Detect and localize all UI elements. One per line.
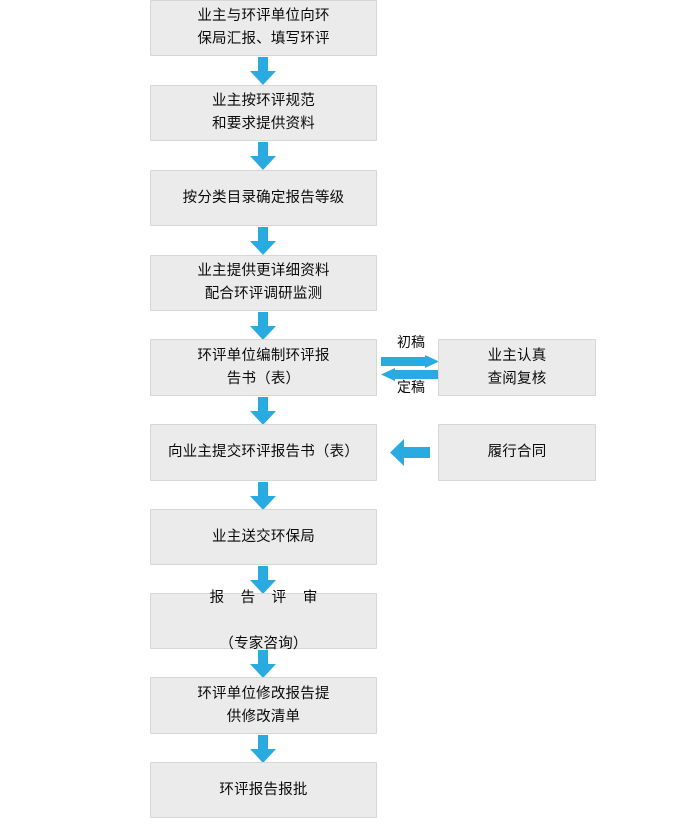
arrow-down-icon-9 bbox=[250, 735, 276, 763]
side-node-2[interactable]: 履行合同 bbox=[438, 424, 596, 481]
process-node-8-label: 报 告 评 审 （专家咨询） bbox=[204, 564, 324, 679]
process-node-6[interactable]: 向业主提交环评报告书（表） bbox=[150, 424, 377, 481]
side-node-1-label: 业主认真 查阅复核 bbox=[487, 347, 547, 387]
process-node-5-label: 环评单位编制环评报 告书（表） bbox=[197, 347, 330, 387]
process-node-4-label: 业主提供更详细资料 配合环评调研监测 bbox=[197, 263, 330, 302]
arrow-left-icon bbox=[390, 439, 430, 466]
process-node-5[interactable]: 环评单位编制环评报 告书（表） bbox=[150, 339, 377, 396]
process-node-8[interactable]: 报 告 评 审 （专家咨询） bbox=[150, 590, 377, 652]
arrow-bidirectional-icon bbox=[381, 355, 439, 381]
arrow-down-icon-2 bbox=[250, 142, 276, 170]
process-node-4[interactable]: 业主提供更详细资料 配合环评调研监测 bbox=[150, 255, 377, 311]
process-node-2-label: 业主按环评规范 和要求提供资料 bbox=[212, 93, 315, 132]
arrow-down-icon-1 bbox=[250, 57, 276, 85]
process-node-8-line2: （专家咨询） bbox=[219, 635, 308, 652]
edge-label-final: 定稿 bbox=[397, 380, 425, 396]
process-node-1[interactable]: 业主与环评单位向环 保局汇报、填写环评 bbox=[150, 0, 377, 56]
process-node-3-label: 按分类目录确定报告等级 bbox=[182, 189, 345, 206]
process-node-10[interactable]: 环评报告报批 bbox=[150, 762, 377, 818]
arrow-down-icon-6 bbox=[250, 482, 276, 510]
process-node-2[interactable]: 业主按环评规范 和要求提供资料 bbox=[150, 85, 377, 141]
arrow-down-icon-8 bbox=[250, 650, 276, 678]
arrow-down-icon-4 bbox=[250, 312, 276, 340]
process-node-9-label: 环评单位修改报告提 供修改清单 bbox=[197, 685, 330, 725]
process-node-8-line1: 报 告 评 审 bbox=[209, 589, 324, 606]
process-node-10-label: 环评报告报批 bbox=[219, 781, 308, 798]
process-node-7-label: 业主送交环保局 bbox=[212, 528, 315, 545]
process-node-9[interactable]: 环评单位修改报告提 供修改清单 bbox=[150, 677, 377, 734]
arrow-down-icon-3 bbox=[250, 227, 276, 255]
process-node-3[interactable]: 按分类目录确定报告等级 bbox=[150, 170, 377, 226]
arrow-down-icon-5 bbox=[250, 397, 276, 425]
side-node-1[interactable]: 业主认真 查阅复核 bbox=[438, 339, 596, 396]
process-node-1-label: 业主与环评单位向环 保局汇报、填写环评 bbox=[197, 8, 330, 47]
process-node-7[interactable]: 业主送交环保局 bbox=[150, 509, 377, 565]
process-node-6-label: 向业主提交环评报告书（表） bbox=[167, 444, 360, 460]
side-node-2-label: 履行合同 bbox=[487, 444, 547, 460]
edge-label-draft: 初稿 bbox=[397, 335, 425, 351]
arrow-down-icon-7 bbox=[250, 566, 276, 594]
